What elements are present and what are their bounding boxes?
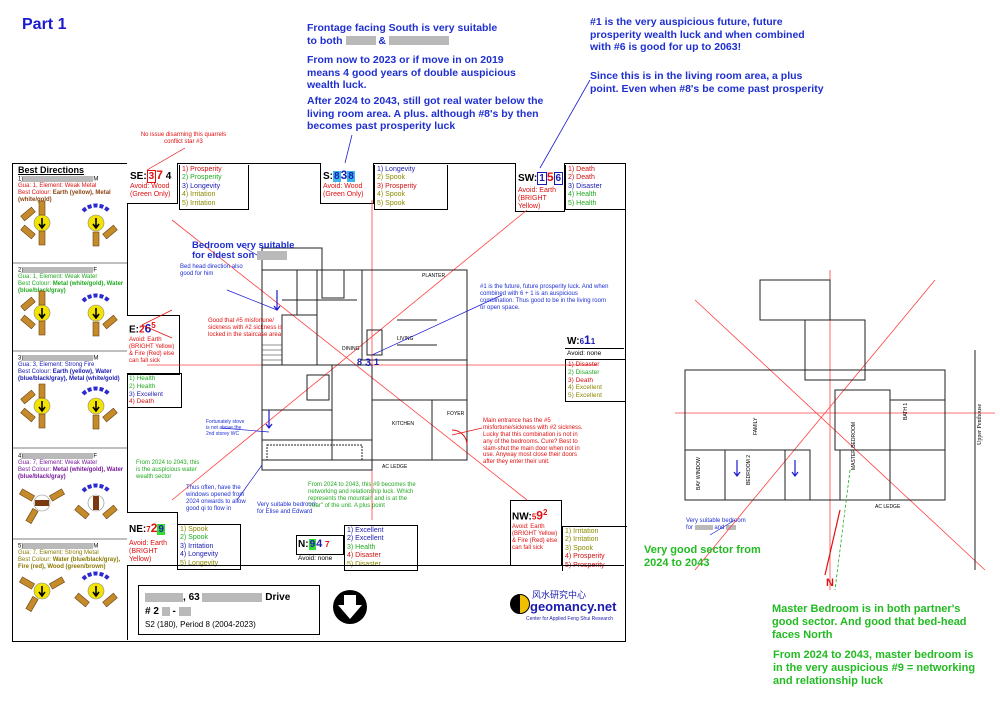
north-label: N xyxy=(826,577,834,589)
svg-text:3: 3 xyxy=(365,357,371,369)
upper-outline xyxy=(684,369,946,501)
address-area xyxy=(127,565,624,641)
note-windows: Thus often, have the windows opened from… xyxy=(186,485,246,512)
compass-1b xyxy=(81,203,118,247)
sector-w: W:611 Avoid: none 1) Disaster 2) Disaste… xyxy=(565,328,625,402)
upper-room-bay-window: BAY WINDOW xyxy=(696,457,702,490)
note-from-2024-master: From 2024 to 2043, master bedroom is in … xyxy=(773,649,976,688)
note-frontage: Frontage facing South is very suitable t… xyxy=(307,22,498,47)
note-no-issue: No issue disarming this quarrels conflic… xyxy=(140,132,227,145)
main-frame xyxy=(12,163,626,642)
person-5: 5)M Gua: 7, Element: Strong Metal Best C… xyxy=(18,543,121,571)
note-bed-head: Bed head direction also good for him xyxy=(180,264,243,277)
note-very-suitable-2: Very suitable bedroom for and xyxy=(686,518,746,531)
room-foyer: FOYER xyxy=(447,411,465,417)
person-4: 4)F Gua: 7, Element: Weak Water Best Col… xyxy=(18,453,124,481)
compass-icons xyxy=(12,200,127,612)
upper-sector-line-1 xyxy=(694,299,986,571)
south-arrow-icon xyxy=(333,590,367,624)
note-misfortune-locked: Good that #5 misfortune/ sickness with #… xyxy=(208,318,283,338)
note-one-auspicious: #1 is the very auspicious future, future… xyxy=(590,16,805,54)
logo-geomancy: 风水研究中心 geomancy.net Center for Applied F… xyxy=(510,588,620,628)
room-planter: PLANTER xyxy=(422,273,445,279)
note-after-2024: After 2024 to 2043, still got real water… xyxy=(307,95,544,133)
compass-2b xyxy=(81,293,118,337)
room-living: LIVING xyxy=(397,336,414,342)
room-dining: DINING xyxy=(342,346,360,352)
yin-yang-icon xyxy=(510,594,530,614)
note-very-good-sector: Very good sector from 2024 to 2043 xyxy=(644,544,761,570)
floor-plan-upper: FAMILY MASTER BEDROOM BEDROOM 2 BATH 1 B… xyxy=(675,270,995,591)
address-box: , 63 Drive # 2 - S2 (180), Period 8 (200… xyxy=(138,585,320,635)
note-now-2023: From now to 2023 or if move in on 2019 m… xyxy=(307,54,516,92)
note-n-2024: From 2024 to 2043, this #9 becomes the n… xyxy=(308,482,416,509)
note-bedroom-eldest: Bedroom very suitable for eldest son xyxy=(192,240,295,262)
note-future-one: #1 is the future, future prosperity luck… xyxy=(480,284,609,311)
part-title: Part 1 xyxy=(22,16,67,33)
upper-room-bedroom2: BEDROOM 2 xyxy=(746,455,752,485)
sector-n: N:94 7 Avoid: none 1) Excellent 2) Excel… xyxy=(296,525,418,571)
note-fortunately: Fortunately stove is not above the 2nd s… xyxy=(206,419,245,437)
upper-sector-line-2 xyxy=(694,279,936,571)
room-kitchen: KITCHEN xyxy=(392,421,414,427)
upper-room-ac-ledge: AC LEDGE xyxy=(875,504,901,510)
compass-4a xyxy=(19,488,65,524)
person-1: 1)M Gua: 1, Element: Weak Metal Best Col… xyxy=(18,176,111,204)
best-directions-title: Best Directions xyxy=(18,165,85,175)
upper-penthouse-label: Upper Penthouse xyxy=(977,404,983,445)
upper-room-master: MASTER BEDROOM xyxy=(851,422,857,470)
note-ne-2024: From 2024 to 2043, this is the auspiciou… xyxy=(136,460,200,480)
note-elise-edward: Very suitable bedroom for Elise and Edwa… xyxy=(257,502,317,515)
compass-3b xyxy=(81,386,118,430)
compass-5b xyxy=(74,571,118,608)
note-living-room: Since this is in the living room area, a… xyxy=(590,70,824,95)
svg-text:8: 8 xyxy=(357,357,362,367)
compass-4b xyxy=(74,483,118,520)
room-ac-ledge: AC LEDGE xyxy=(382,464,408,470)
best-directions-column: Best Directions 1)M Gua: 1, Element: Wea… xyxy=(12,163,128,640)
sector-ne: NE:729 Avoid: Earth (BRIGHT Yellow) 1) S… xyxy=(127,512,241,570)
sector-line-2 xyxy=(171,209,528,501)
person-3: 3)M Gua: 3, Element: Strong Fire Best Co… xyxy=(18,355,120,383)
note-master-bedroom: Master Bedroom is in both partner's good… xyxy=(772,603,967,642)
sector-line-1 xyxy=(171,219,528,501)
upper-room-bath1: BATH 1 xyxy=(903,403,909,420)
svg-text:1: 1 xyxy=(374,357,379,367)
sector-s: S:838 Avoid: Wood (Green Only) 1) Longev… xyxy=(320,163,448,210)
upper-room-family: FAMILY xyxy=(753,417,759,435)
note-main-entrance: Main entrance has the #5 misfortune/sick… xyxy=(483,418,583,466)
floor-plan-main: PLANTER KITCHEN LIVING DINING FOYER AC L… xyxy=(141,200,597,520)
